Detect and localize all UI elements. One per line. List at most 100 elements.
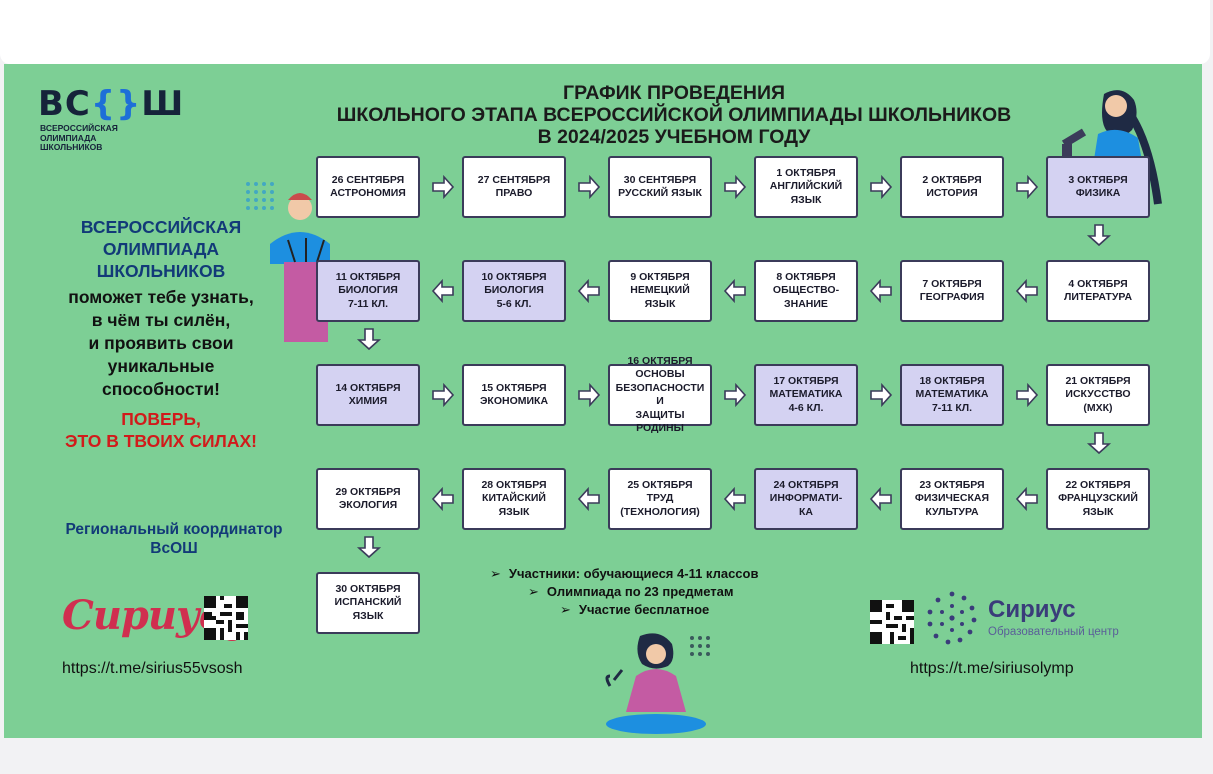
schedule-subject: ИНФОРМАТИ- КА bbox=[769, 492, 843, 518]
schedule-date: 1 ОКТЯБРЯ bbox=[776, 166, 836, 179]
info-subjects: ➢Олимпиада по 23 предметам bbox=[528, 584, 734, 599]
left-telegram-link[interactable]: https://t.me/sirius55vsosh bbox=[62, 660, 243, 677]
sirius-brand-subtitle: Образовательный центр bbox=[988, 626, 1119, 638]
arrow-down-icon bbox=[356, 326, 382, 352]
qr-code-left[interactable] bbox=[204, 596, 248, 640]
sirius-brand-name: Сириус bbox=[988, 596, 1076, 623]
arrow-right-icon bbox=[1014, 174, 1040, 200]
schedule-subject: ИСКУССТВО (МХК) bbox=[1065, 388, 1131, 414]
info-free: ➢Участие бесплатное bbox=[560, 602, 710, 617]
bullet-arrow-icon: ➢ bbox=[560, 602, 571, 617]
qr-code-right[interactable] bbox=[870, 600, 914, 644]
arrow-left-icon bbox=[722, 278, 748, 304]
schedule-subject: МАТЕМАТИКА 4-6 КЛ. bbox=[769, 388, 843, 414]
schedule-date: 14 ОКТЯБРЯ bbox=[335, 381, 401, 394]
schedule-subject: БИОЛОГИЯ 5-6 КЛ. bbox=[484, 284, 544, 310]
regional-coordinator-label: Региональный координатор ВсОШ bbox=[65, 521, 283, 557]
schedule-date: 30 СЕНТЯБРЯ bbox=[623, 173, 697, 186]
sirius55-logo: Сириус55 bbox=[62, 592, 242, 641]
schedule-date: 28 ОКТЯБРЯ bbox=[481, 478, 547, 491]
schedule-date: 21 ОКТЯБРЯ bbox=[1065, 374, 1131, 387]
vsosh-logo: ВС{}Ш bbox=[38, 84, 185, 124]
schedule-subject: ГЕОГРАФИЯ bbox=[919, 291, 985, 303]
title-line-2: ШКОЛЬНОГО ЭТАПА ВСЕРОССИЙСКОЙ ОЛИМПИАДЫ … bbox=[336, 104, 1012, 126]
schedule-subject: РУССКИЙ ЯЗЫК bbox=[618, 187, 702, 199]
schedule-subject: ОБЩЕСТВО- ЗНАНИЕ bbox=[772, 284, 840, 310]
schedule-subject: ИСПАНСКИЙ ЯЗЫК bbox=[334, 596, 402, 622]
schedule-subject: ЛИТЕРАТУРА bbox=[1063, 291, 1133, 303]
top-card bbox=[0, 0, 1210, 64]
schedule-subject: ОСНОВЫ БЕЗОПАСНОСТИ И ЗАЩИТЫ РОДИНЫ bbox=[615, 368, 705, 434]
schedule-date: 25 ОКТЯБРЯ bbox=[627, 478, 693, 491]
bottom-bar bbox=[0, 738, 1213, 774]
schedule-subject: НЕМЕЦКИЙ ЯЗЫК bbox=[630, 284, 690, 310]
arrow-left-icon bbox=[1014, 278, 1040, 304]
schedule-subject: АНГЛИЙСКИЙ ЯЗЫК bbox=[769, 180, 843, 206]
schedule-date: 27 СЕНТЯБРЯ bbox=[477, 173, 551, 186]
arrow-right-icon bbox=[576, 174, 602, 200]
arrow-right-icon bbox=[576, 382, 602, 408]
schedule-date: 3 ОКТЯБРЯ bbox=[1068, 173, 1128, 186]
schedule-date: 22 ОКТЯБРЯ bbox=[1065, 478, 1131, 491]
arrow-down-icon bbox=[356, 534, 382, 560]
arrow-down-icon bbox=[1086, 430, 1112, 456]
schedule-date: 24 ОКТЯБРЯ bbox=[773, 478, 839, 491]
schedule-subject: ИСТОРИЯ bbox=[926, 187, 978, 199]
title-line-1: ГРАФИК ПРОВЕДЕНИЯ bbox=[563, 82, 785, 104]
schedule-subject: АСТРОНОМИЯ bbox=[330, 187, 406, 199]
side-heading: ВСЕРОССИЙСКАЯ ОЛИМПИАДА ШКОЛЬНИКОВ bbox=[80, 217, 242, 281]
vsosh-logo-subtitle: ВСЕРОССИЙСКАЯ ОЛИМПИАДА ШКОЛЬНИКОВ bbox=[40, 123, 118, 152]
schedule-date: 23 ОКТЯБРЯ bbox=[919, 478, 985, 491]
side-body-text: поможет тебе узнать, в чём ты силён, и п… bbox=[68, 287, 254, 399]
arrow-left-icon bbox=[576, 278, 602, 304]
schedule-date: 15 ОКТЯБРЯ bbox=[481, 381, 547, 394]
schedule-subject: ХИМИЯ bbox=[348, 395, 388, 407]
schedule-date: 8 ОКТЯБРЯ bbox=[776, 270, 836, 283]
schedule-date: 7 ОКТЯБРЯ bbox=[922, 277, 982, 290]
schedule-date: 29 ОКТЯБРЯ bbox=[335, 485, 401, 498]
arrow-right-icon bbox=[868, 382, 894, 408]
schedule-date: 26 СЕНТЯБРЯ bbox=[331, 173, 405, 186]
schedule-date: 17 ОКТЯБРЯ bbox=[773, 374, 839, 387]
bullet-arrow-icon: ➢ bbox=[528, 584, 539, 599]
right-telegram-link[interactable]: https://t.me/siriusolymp bbox=[910, 660, 1074, 677]
arrow-right-icon bbox=[430, 382, 456, 408]
arrow-left-icon bbox=[868, 278, 894, 304]
info-participants: ➢Участники: обучающиеся 4-11 классов bbox=[490, 566, 759, 581]
arrow-left-icon bbox=[1014, 486, 1040, 512]
arrow-right-icon bbox=[722, 382, 748, 408]
schedule-date: 4 ОКТЯБРЯ bbox=[1068, 277, 1128, 290]
arrow-left-icon bbox=[430, 486, 456, 512]
sirius-dots-logo-icon bbox=[927, 591, 977, 645]
schedule-subject: ЭКОНОМИКА bbox=[479, 395, 549, 407]
poster: ВС{}Ш ВСЕРОССИЙСКАЯ ОЛИМПИАДА ШКОЛЬНИКОВ… bbox=[4, 64, 1202, 738]
schedule-subject: МАТЕМАТИКА 7-11 КЛ. bbox=[915, 388, 989, 414]
schedule-date: 10 ОКТЯБРЯ bbox=[481, 270, 547, 283]
arrow-right-icon bbox=[1014, 382, 1040, 408]
meditating-girl-illustration bbox=[605, 633, 710, 734]
schedule-subject: ТРУД (ТЕХНОЛОГИЯ) bbox=[620, 492, 700, 518]
schedule-date: 2 ОКТЯБРЯ bbox=[922, 173, 982, 186]
schedule-date: 30 ОКТЯБРЯ bbox=[335, 582, 401, 595]
